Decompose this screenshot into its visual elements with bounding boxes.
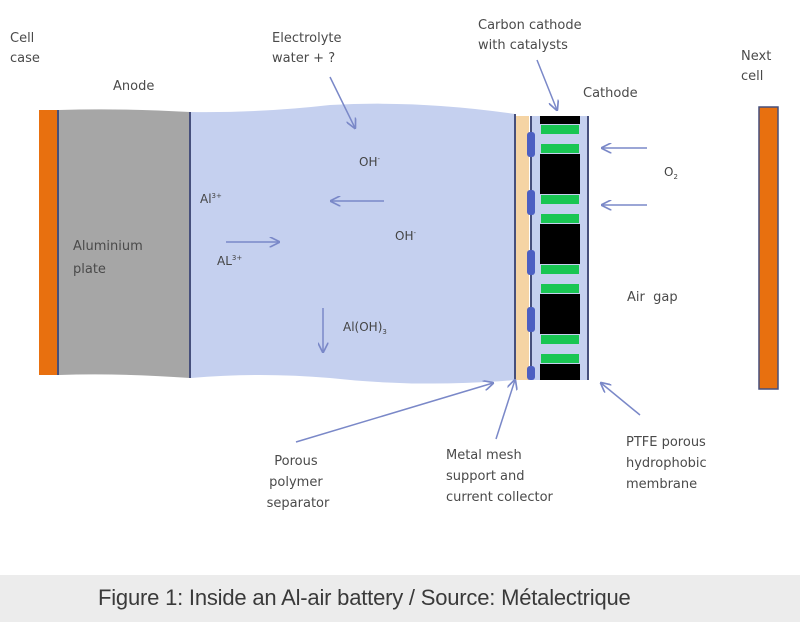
label-separator: Porous polymer separator — [267, 454, 330, 511]
porous-separator — [516, 116, 529, 380]
label-al-mid: AL3+ — [217, 254, 242, 268]
carbon-cathode — [540, 116, 580, 380]
catalyst-strip — [541, 144, 579, 153]
aluminium-plate — [59, 109, 190, 378]
mesh-node — [527, 250, 535, 275]
catalyst-strip — [541, 214, 579, 223]
catalyst-strip — [541, 284, 579, 293]
caption-bar: Figure 1: Inside an Al-air battery / Sou… — [0, 575, 800, 622]
mesh-node — [527, 190, 535, 215]
catalyst-strip — [541, 195, 579, 204]
label-cathode: Cathode — [583, 86, 638, 101]
label-aluminium-plate: Aluminium plate — [73, 239, 147, 277]
catalyst-strip — [541, 335, 579, 344]
label-ptfe: PTFE porous hydrophobic membrane — [626, 435, 711, 492]
label-mesh: Metal mesh support and current collector — [446, 448, 554, 505]
mesh-node — [527, 366, 535, 380]
cell-case-bar — [39, 110, 58, 375]
figure-caption: Figure 1: Inside an Al-air battery / Sou… — [98, 585, 631, 610]
al-air-battery-diagram: Cell case Anode Electrolyte water + ? Ca… — [10, 18, 779, 511]
next-cell-bar — [758, 106, 779, 390]
separator-arrow — [295, 383, 493, 443]
catalyst-strip — [541, 125, 579, 134]
mesh-gap — [532, 116, 540, 380]
ptfe-gap — [580, 116, 587, 380]
label-al-oh3: Al(OH)3 — [343, 320, 387, 336]
label-cell-case: Cell case — [10, 31, 40, 66]
label-al-top: Al3+ — [200, 192, 222, 206]
electrolyte-arrow — [329, 76, 355, 128]
label-air-gap: Air gap — [627, 290, 678, 305]
catalyst-strip — [541, 265, 579, 274]
label-oh-mid: OH- — [395, 229, 416, 243]
carbon-cathode-arrow — [536, 59, 557, 110]
label-electrolyte: Electrolyte water + ? — [272, 31, 346, 66]
label-next-cell: Next cell — [741, 49, 775, 84]
electrolyte-region — [191, 103, 515, 384]
label-o2: O2 — [664, 165, 678, 181]
label-anode: Anode — [113, 79, 154, 94]
ptfe-arrow — [601, 383, 641, 416]
metal-mesh — [527, 132, 535, 380]
catalyst-strip — [541, 354, 579, 363]
mesh-node — [527, 307, 535, 332]
label-oh-top: OH- — [359, 155, 380, 169]
mesh-arrow — [495, 380, 515, 440]
mesh-node — [527, 132, 535, 157]
label-carbon-cathode: Carbon cathode with catalysts — [478, 18, 586, 53]
